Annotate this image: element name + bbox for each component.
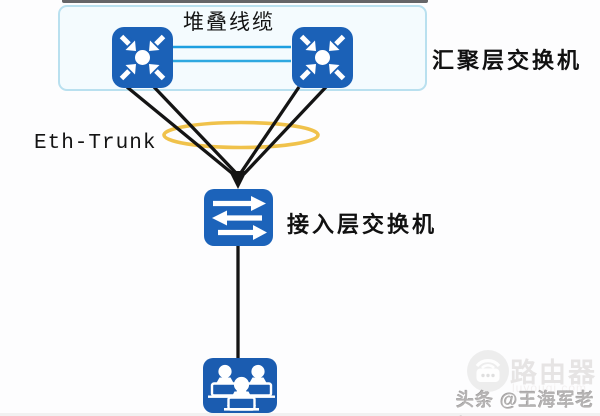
trunk-line-right-inner — [238, 86, 301, 175]
watermark-brand-text: 路由器 — [510, 358, 597, 388]
stack-cable-label: 堆叠线缆 — [183, 11, 275, 34]
top-edge-line — [62, 0, 428, 3]
watermark-credit-text: 头条 @王海军老师 — [456, 390, 595, 410]
watermark-site-text: luyouqi.com — [512, 381, 588, 395]
trunk-line-left-outer — [125, 85, 235, 176]
aggregation-switch-label: 汇聚层交换机 — [432, 48, 583, 73]
router-watermark-icon — [467, 350, 509, 392]
access-switch-label: 接入层交换机 — [287, 212, 438, 237]
aggregation-switch-right-icon — [292, 27, 353, 88]
access-switch-icon — [204, 189, 273, 246]
aggregation-switch-left-icon — [112, 27, 173, 88]
trunk-arrowhead — [229, 171, 247, 189]
eth-trunk-lines — [125, 85, 328, 176]
eth-trunk-label: Eth-Trunk — [34, 132, 157, 155]
trunk-line-left-inner — [152, 85, 239, 176]
bottom-edge-line — [0, 413, 600, 416]
users-icon — [203, 358, 277, 413]
trunk-line-right-outer — [242, 85, 328, 176]
eth-trunk-ellipse — [162, 120, 320, 150]
